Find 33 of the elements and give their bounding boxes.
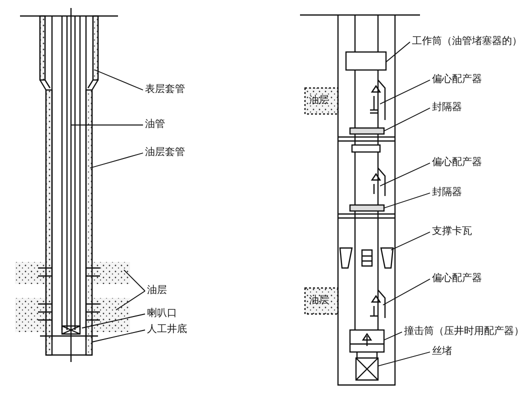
part-label: 喇叭口 <box>147 308 177 320</box>
leader-line <box>82 314 146 328</box>
leader-line <box>384 192 430 208</box>
part-label: 封隔器 <box>432 102 462 114</box>
leader-line <box>386 42 410 62</box>
leader-line <box>70 124 144 126</box>
part-label: 丝堵 <box>432 346 452 358</box>
part-label: 工作筒（油管堵塞器的） <box>412 36 522 48</box>
leader-line <box>384 108 430 132</box>
part-label: 油层 <box>147 285 167 297</box>
leader-line <box>90 152 144 168</box>
leader-line <box>382 278 430 306</box>
part-label: 支撑卡瓦 <box>432 226 472 238</box>
leader-line <box>378 352 430 366</box>
part-label: 封隔器 <box>432 187 462 199</box>
leader-line <box>124 270 146 292</box>
part-label: 偏心配产器 <box>432 74 482 86</box>
part-label: 油管 <box>145 119 165 131</box>
part-label: 人工井底 <box>147 324 187 336</box>
leader-line <box>94 70 144 90</box>
part-label: 表层套管 <box>145 84 185 96</box>
part-label: 偏心配产器 <box>432 273 482 285</box>
layer-label: 油层 <box>309 95 329 107</box>
leader-line <box>384 332 402 340</box>
leader-line <box>116 290 146 310</box>
leader-line <box>92 330 146 342</box>
part-label: 油层套管 <box>145 147 185 159</box>
leader-line <box>380 80 430 104</box>
part-label: 偏心配产器 <box>432 157 482 169</box>
layer-label: 油层 <box>309 295 329 307</box>
leader-line <box>390 232 430 250</box>
part-label: 撞击筒（压井时用配产器） <box>404 326 524 338</box>
leader-line <box>380 162 430 186</box>
